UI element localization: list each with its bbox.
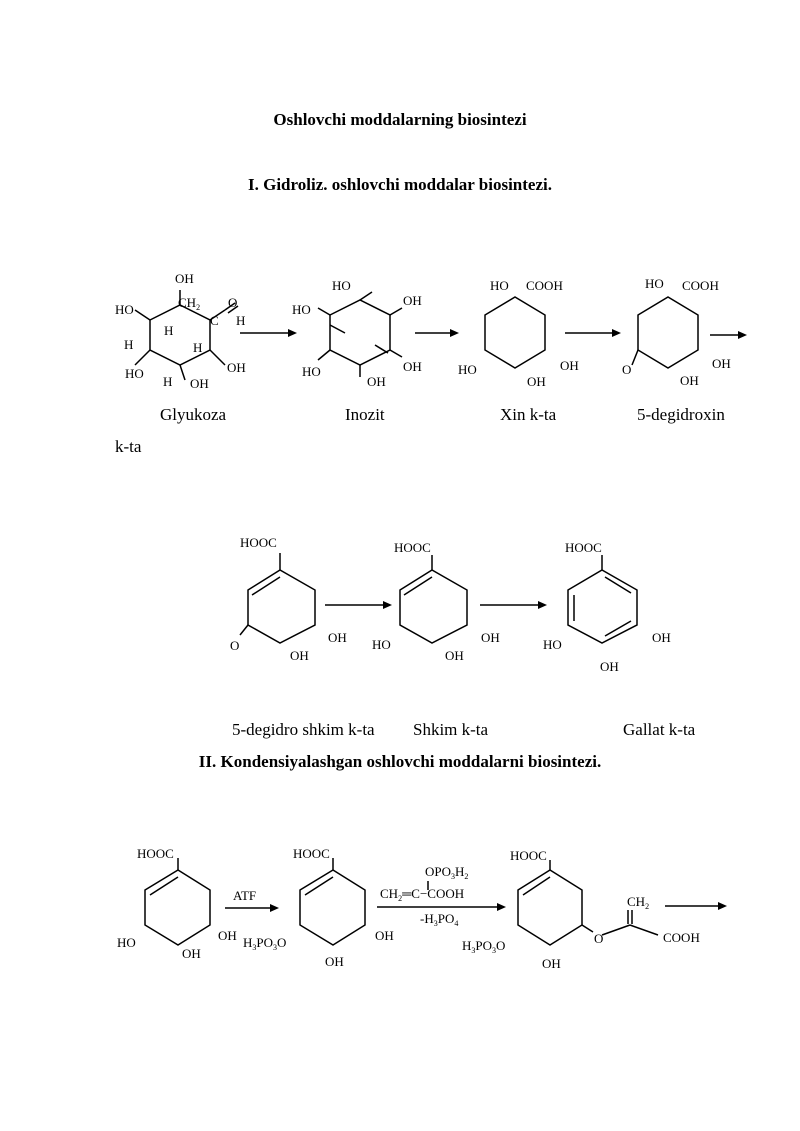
label-shkim: Shkim k-ta — [413, 720, 489, 739]
page-title: Oshlovchi moddalarning biosintezi — [273, 110, 527, 129]
svg-text:HOOC: HOOC — [394, 540, 431, 555]
svg-text:OH: OH — [367, 374, 386, 389]
svg-text:HO: HO — [115, 302, 134, 317]
reaction-arrow — [480, 601, 547, 609]
svg-text:CH2: CH2 — [178, 295, 200, 312]
svg-text:OH: OH — [325, 954, 344, 969]
svg-text:HOOC: HOOC — [240, 535, 277, 550]
reaction-arrow — [665, 902, 727, 910]
svg-text:OH: OH — [445, 648, 464, 663]
svg-text:H: H — [193, 340, 202, 355]
structure-glyukoza: OH CH2 HO H O C H H H OH HO H OH — [115, 271, 246, 391]
svg-text:O: O — [230, 638, 239, 653]
reaction-arrow — [325, 601, 392, 609]
svg-text:COOH: COOH — [663, 930, 700, 945]
svg-text:H3PO3O: H3PO3O — [462, 938, 505, 955]
svg-text:HO: HO — [332, 278, 351, 293]
svg-text:HO: HO — [458, 362, 477, 377]
svg-text:OH: OH — [481, 630, 500, 645]
svg-text:OH: OH — [527, 374, 546, 389]
svg-text:COOH: COOH — [682, 278, 719, 293]
svg-text:O: O — [594, 931, 603, 946]
svg-text:HO: HO — [645, 276, 664, 291]
svg-text:H: H — [164, 323, 173, 338]
svg-text:HOOC: HOOC — [510, 848, 547, 863]
structure-product: HOOC H3PO3O O CH2 COOH OH — [462, 848, 700, 971]
svg-text:HO: HO — [117, 935, 136, 950]
svg-text:OH: OH — [542, 956, 561, 971]
svg-text:HOOC: HOOC — [565, 540, 602, 555]
structure-inozit: HO HO OH OH HO OH — [292, 278, 422, 389]
label-gallat: Gallat k-ta — [623, 720, 696, 739]
svg-text:HOOC: HOOC — [137, 846, 174, 861]
svg-text:C: C — [210, 313, 219, 328]
svg-text:HO: HO — [490, 278, 509, 293]
svg-text:OH: OH — [182, 946, 201, 961]
svg-text:HO: HO — [543, 637, 562, 652]
reaction-arrow — [565, 329, 621, 337]
svg-text:O: O — [228, 295, 237, 310]
svg-text:OH: OH — [403, 293, 422, 308]
svg-text:OH: OH — [190, 376, 209, 391]
svg-text:OH: OH — [600, 659, 619, 674]
svg-text:O: O — [622, 362, 631, 377]
reaction-arrow — [415, 329, 459, 337]
label-glyukoza: Glyukoza — [160, 405, 227, 424]
reaction-scheme-row-2: HOOC O OH OH HOOC HO OH OH HOOC HO OH OH — [230, 535, 671, 674]
reaction-arrow — [710, 331, 747, 339]
svg-text:HO: HO — [302, 364, 321, 379]
svg-text:HOOC: HOOC — [293, 846, 330, 861]
svg-text:CH2═C−COOH: CH2═C−COOH — [380, 886, 464, 903]
label-continuation: k-ta — [115, 437, 142, 456]
reaction-arrow-fosfoenolpiruvat: OPO3H2 CH2═C−COOH -H3PO4 — [377, 864, 506, 928]
svg-text:H: H — [163, 374, 172, 389]
svg-text:H: H — [236, 313, 245, 328]
label-inozit: Inozit — [345, 405, 385, 424]
svg-text:OH: OH — [652, 630, 671, 645]
structure-5-degidro-shkim-kislota: HOOC O OH OH — [230, 535, 347, 663]
reaction-scheme-row-1: OH CH2 HO H O C H H H OH HO H OH HO HO O… — [115, 271, 747, 391]
svg-text:OPO3H2: OPO3H2 — [425, 864, 468, 881]
svg-text:OH: OH — [375, 928, 394, 943]
svg-text:OH: OH — [403, 359, 422, 374]
svg-text:OH: OH — [290, 648, 309, 663]
svg-text:OH: OH — [227, 360, 246, 375]
reaction-arrow — [240, 329, 297, 337]
svg-text:HO: HO — [372, 637, 391, 652]
svg-text:OH: OH — [218, 928, 237, 943]
svg-text:COOH: COOH — [526, 278, 563, 293]
structure-shkim-kislota: HOOC HO OH OH — [372, 540, 500, 663]
structure-shkim-kislota-start: HOOC HO OH OH — [117, 846, 237, 961]
svg-text:H3PO3O: H3PO3O — [243, 935, 286, 952]
structure-gallat-kislota: HOOC HO OH OH — [543, 540, 671, 674]
label-5-degidroxin: 5-degidroxin — [637, 405, 725, 424]
section-heading-1: I. Gidroliz. oshlovchi moddalar biosinte… — [248, 175, 552, 194]
svg-text:ATF: ATF — [233, 888, 256, 903]
reaction-scheme-row-3: HOOC HO OH OH ATF HOOC H3PO3O OH OH OPO3… — [117, 846, 727, 971]
svg-text:OH: OH — [328, 630, 347, 645]
svg-text:CH2: CH2 — [627, 894, 649, 911]
reaction-arrow-atf: ATF — [225, 888, 279, 912]
label-5-degidro-shkim: 5-degidro shkim k-ta — [232, 720, 375, 739]
label-xin-kislota: Xin k-ta — [500, 405, 557, 424]
svg-text:H: H — [124, 337, 133, 352]
section-heading-2: II. Kondensiyalashgan oshlovchi moddalar… — [198, 752, 602, 771]
svg-text:HO: HO — [125, 366, 144, 381]
svg-text:OH: OH — [175, 271, 194, 286]
structure-xin-kislota: HO COOH OH HO OH — [458, 278, 579, 389]
svg-text:OH: OH — [560, 358, 579, 373]
svg-text:HO: HO — [292, 302, 311, 317]
svg-text:-H3PO4: -H3PO4 — [420, 911, 458, 928]
structure-5-degidroxin-kislota: HO COOH OH O OH — [622, 276, 731, 388]
svg-text:OH: OH — [680, 373, 699, 388]
svg-text:OH: OH — [712, 356, 731, 371]
